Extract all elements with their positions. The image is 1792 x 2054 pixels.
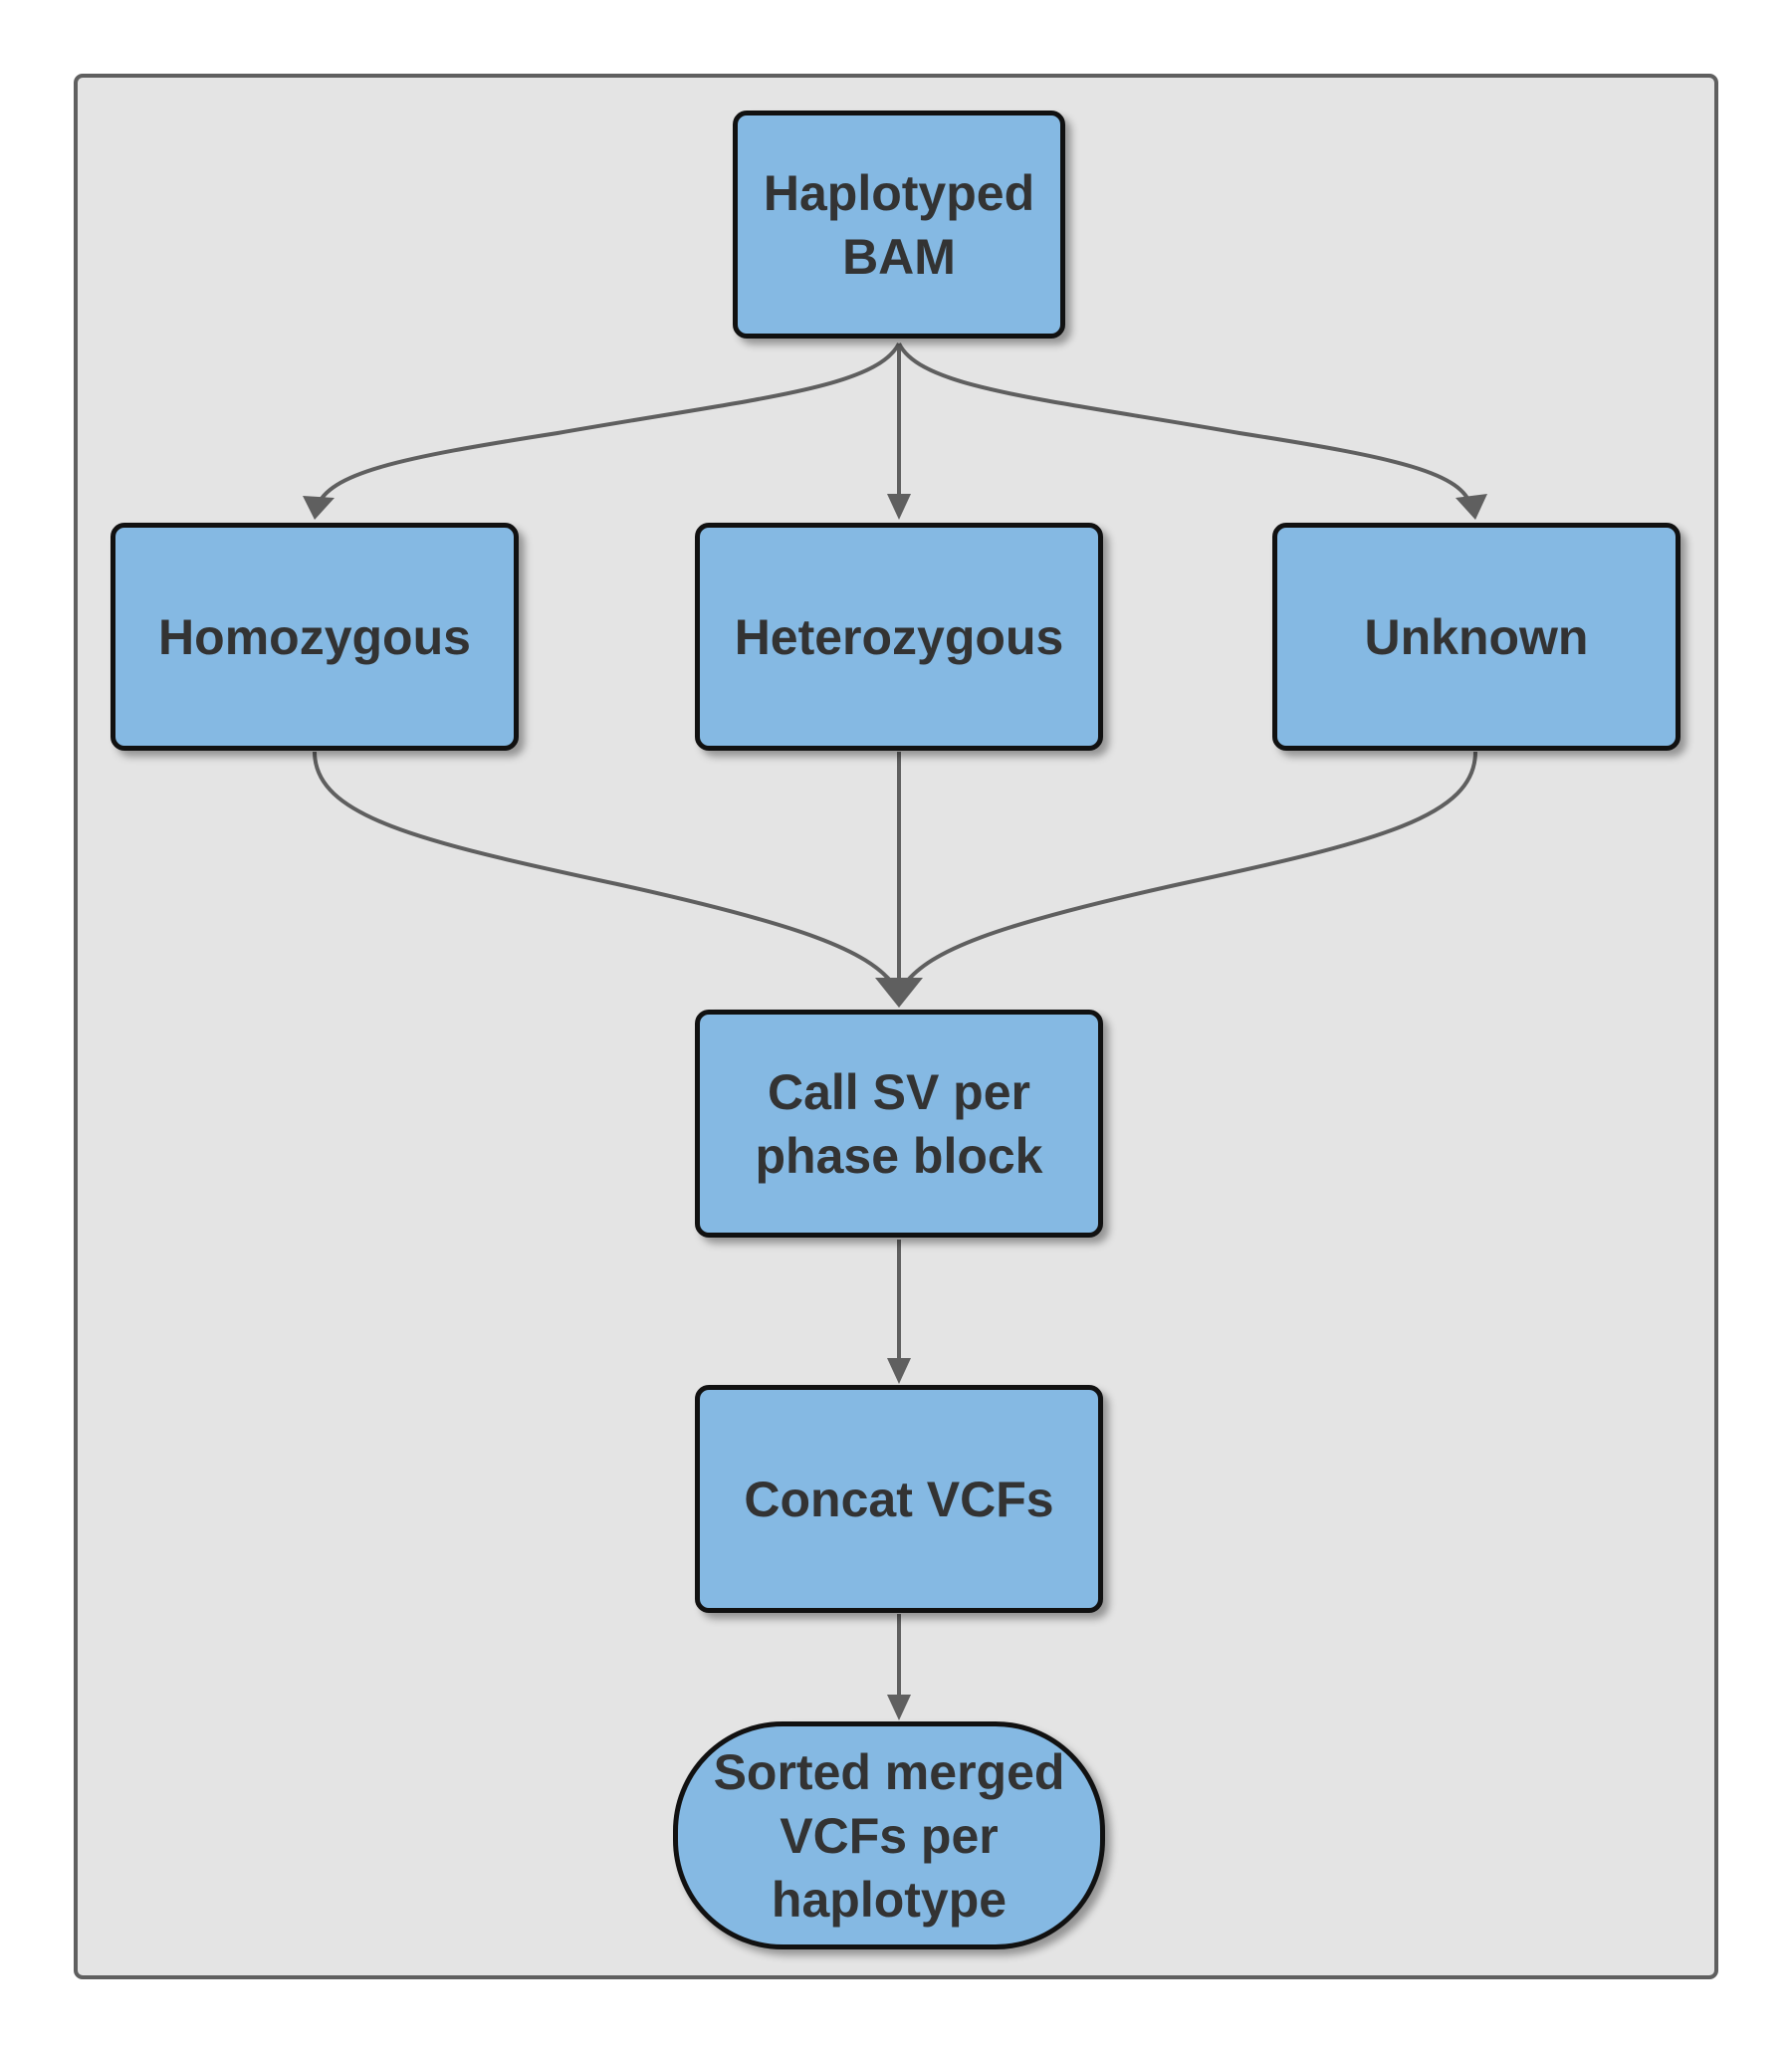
node-sorted-merged-line2: VCFs per [780, 1807, 999, 1864]
edge-unknown-to-callsv [903, 751, 1477, 986]
node-haplotyped-bam[interactable]: Haplotyped BAM [733, 111, 1065, 339]
edge-bam-to-homozygous [315, 342, 901, 509]
node-call-sv[interactable]: Call SV per phase block [695, 1010, 1103, 1238]
node-sorted-merged[interactable]: Sorted merged VCFs per haplotype [673, 1721, 1105, 1949]
arrowhead-callsv [875, 978, 923, 1008]
node-unknown-label: Unknown [1364, 608, 1589, 665]
node-homozygous[interactable]: Homozygous [111, 523, 519, 751]
node-heterozygous-label: Heterozygous [734, 608, 1064, 665]
node-heterozygous[interactable]: Heterozygous [695, 523, 1103, 751]
node-sorted-merged-line1: Sorted merged [713, 1743, 1065, 1800]
node-sorted-merged-text: Sorted merged VCFs per haplotype [714, 1740, 1065, 1932]
node-haplotyped-bam-text: Haplotyped BAM [764, 161, 1034, 289]
node-haplotyped-bam-line2: BAM [842, 228, 956, 285]
node-concat-vcfs[interactable]: Concat VCFs [695, 1385, 1103, 1613]
node-call-sv-line1: Call SV per [768, 1063, 1030, 1120]
node-sorted-merged-line3: haplotype [771, 1871, 1008, 1928]
node-concat-vcfs-label: Concat VCFs [744, 1471, 1054, 1527]
arrowhead-sorted [887, 1695, 911, 1720]
node-homozygous-label: Homozygous [158, 608, 471, 665]
arrowhead-heterozygous [887, 494, 911, 520]
edge-bam-to-unknown [897, 342, 1473, 509]
arrowhead-homozygous [303, 496, 335, 520]
arrowhead-concat [887, 1358, 911, 1384]
edge-homozygous-to-callsv [313, 751, 895, 986]
node-unknown[interactable]: Unknown [1272, 523, 1680, 751]
arrowhead-unknown [1456, 494, 1487, 520]
node-call-sv-text: Call SV per phase block [756, 1060, 1043, 1188]
node-haplotyped-bam-line1: Haplotyped [763, 164, 1035, 221]
node-call-sv-line2: phase block [755, 1127, 1043, 1184]
